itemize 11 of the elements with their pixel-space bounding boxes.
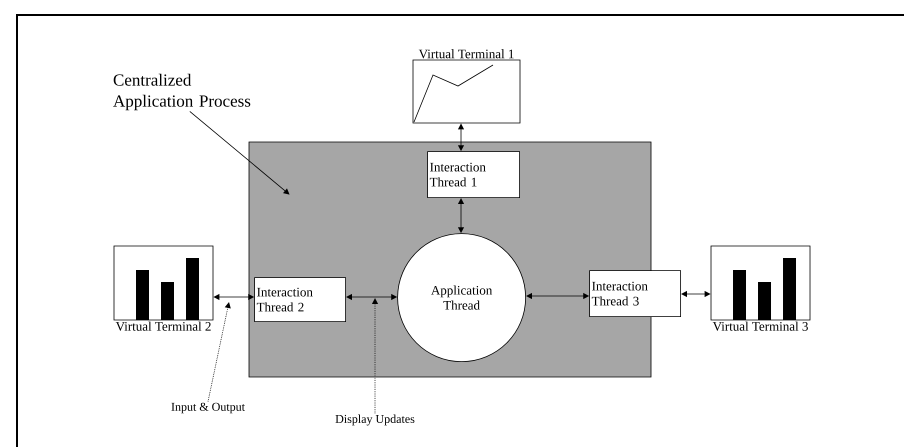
thread-box: Interaction Thread 2 [254,277,346,322]
thread-box: Interaction Thread 1 [427,151,520,198]
leader-line [208,302,231,402]
node-label: Virtual Terminal 1 [418,49,514,58]
terminal-screen: Virtual Terminal 1 [412,49,520,124]
annotation-text: Input & Output [171,402,245,414]
node-label: Virtual Terminal 3 [712,322,808,331]
node-label: Virtual Terminal 2 [116,322,211,331]
thread-box: Interaction Thread 3 [589,270,681,317]
annotation-text: Display Updates [336,414,414,426]
annotation-text: Centralized Application Process [113,74,250,110]
